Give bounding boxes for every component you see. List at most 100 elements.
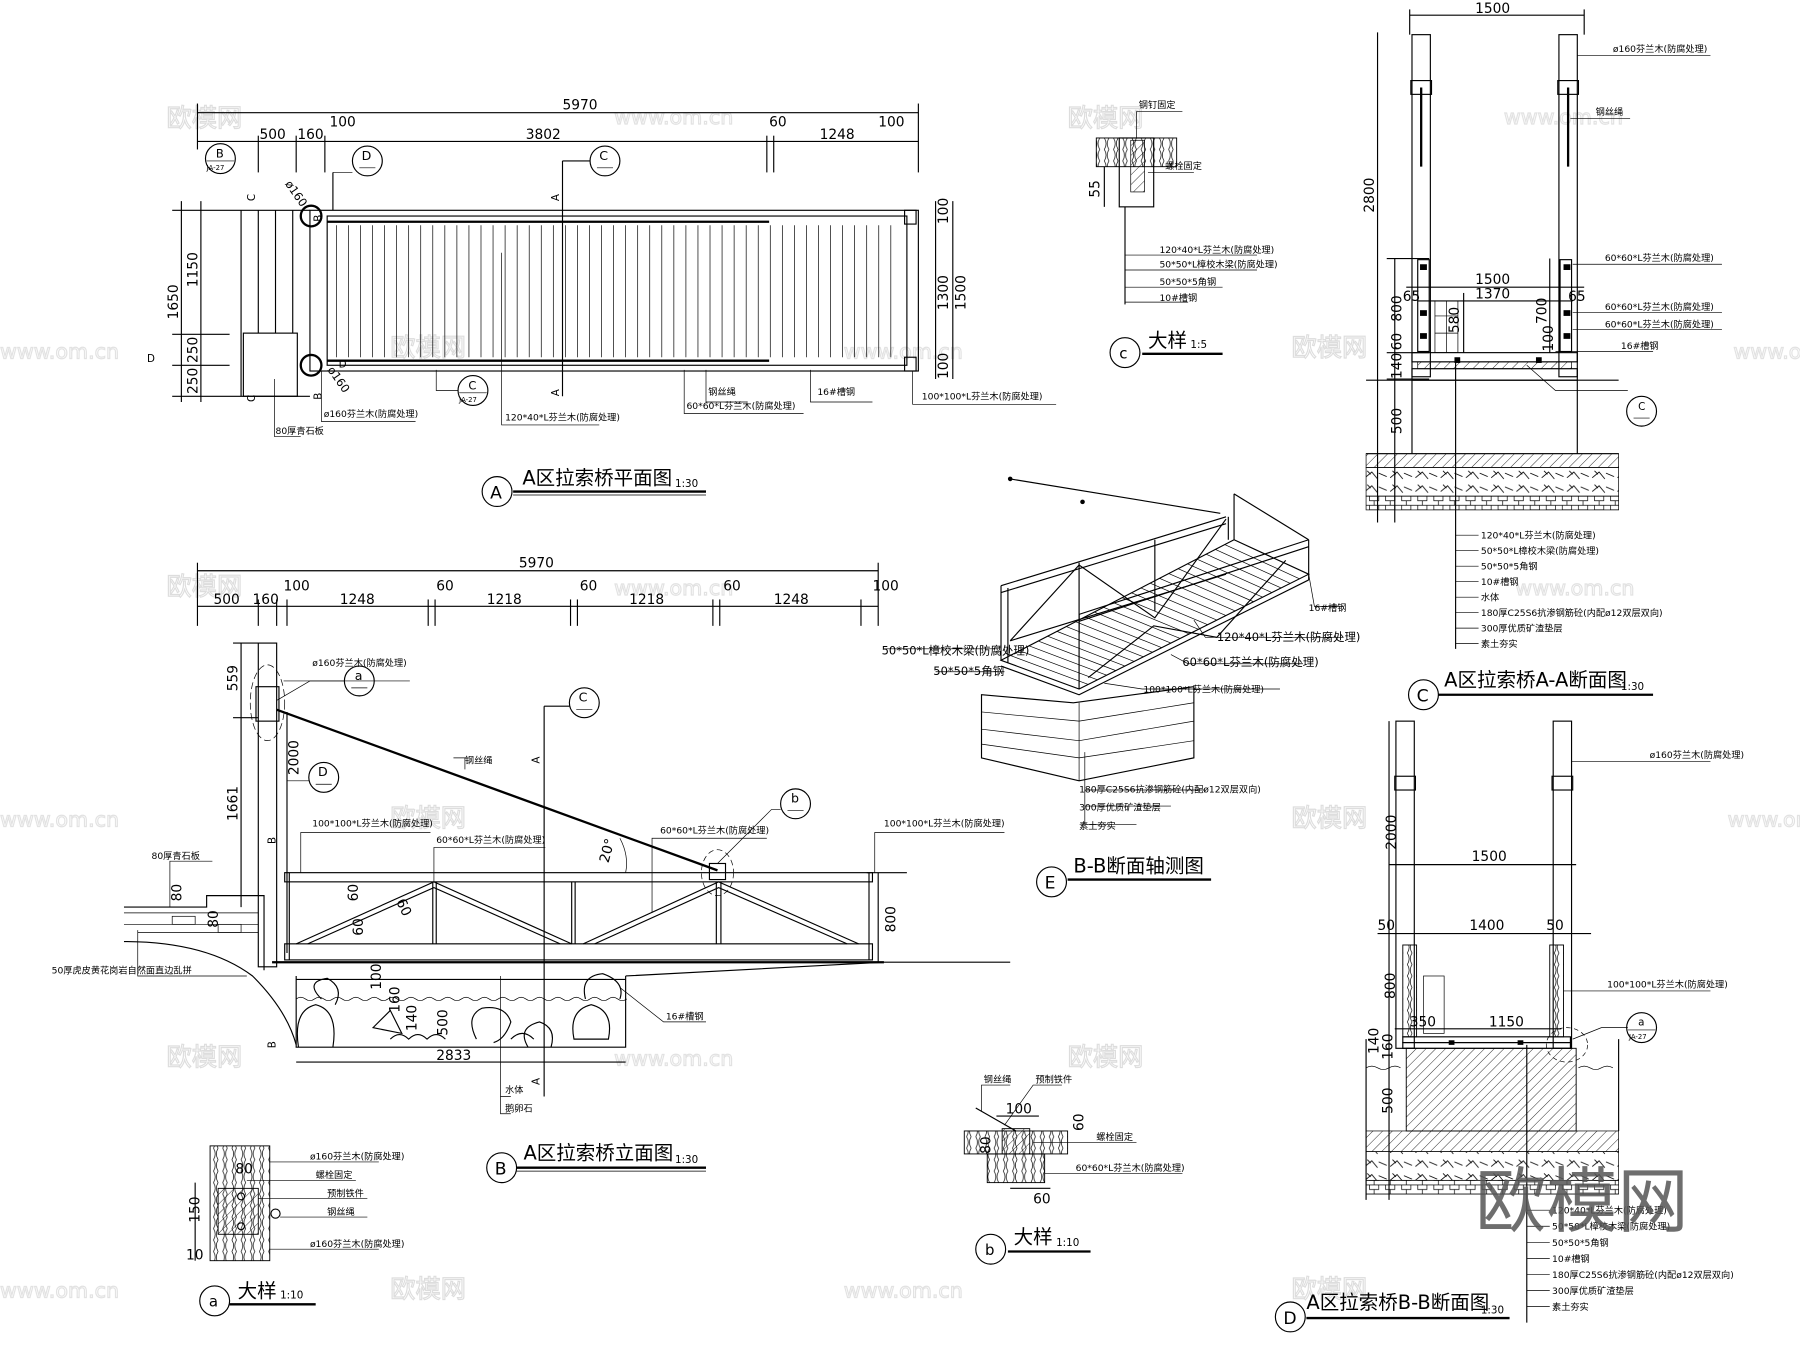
dim: 500 (214, 592, 240, 608)
section-mark: C (246, 395, 258, 402)
label: 120*40*L芬兰木(防腐处理) (1159, 244, 1274, 256)
callout-ref: JA-27 (458, 396, 477, 404)
deck-plank (1112, 602, 1190, 635)
layer-label: 120*40*L芬兰木(防腐处理) (1552, 1205, 1667, 1217)
dim: 80 (206, 910, 222, 928)
dim: 1650 (166, 284, 182, 319)
dim: 500 (1390, 408, 1406, 434)
label-rail: 60*60*L芬兰木(防腐处理) (1605, 318, 1714, 330)
deck-plank (1075, 621, 1153, 653)
watermark-brand: 欧模网 (390, 1274, 466, 1303)
label-rail: 60*60*L芬兰木(防腐处理) (436, 834, 545, 846)
drawing-scale: 1:5 (1190, 339, 1207, 351)
deck-plank (1094, 611, 1172, 644)
dim: 60 (1033, 1191, 1051, 1207)
drawing-title: A区拉索桥立面图 (523, 1142, 673, 1165)
section-mark: B (267, 1041, 279, 1048)
watermark-brand: 欧模网 (166, 1043, 242, 1072)
dim: 10 (186, 1248, 204, 1264)
deck-plank (1205, 553, 1282, 589)
deck-plank (1168, 573, 1245, 607)
deck-plank (1187, 563, 1263, 598)
dim: 1500 (1472, 849, 1507, 865)
layer-label: 水体 (1481, 592, 1499, 604)
dim: 1500 (1475, 272, 1510, 288)
drawing-title: B-B断面轴测图 (1073, 855, 1204, 878)
dim: 1248 (774, 592, 809, 608)
deck-plank (1140, 587, 1217, 621)
dim: 800 (883, 906, 899, 932)
dim: 350 (1410, 1014, 1436, 1030)
label-post: ø160芬兰木(防腐处理) (1650, 749, 1744, 761)
dim-angle: 20° (597, 837, 619, 865)
deck-plank (1056, 631, 1135, 662)
deck-plank (1084, 616, 1162, 648)
watermark-url: www.om.cn (614, 1047, 733, 1071)
dim: 140 (1367, 1028, 1383, 1054)
label-channel: 16#槽钢 (666, 1011, 704, 1023)
dim: 80 (979, 1136, 995, 1154)
callout-letter: B (216, 146, 224, 160)
layer-label: 50*50*5角钢 (1552, 1237, 1609, 1249)
dim: 100 (369, 963, 385, 989)
callout-letter: D (362, 148, 372, 163)
drawing-marker: a (209, 1293, 218, 1311)
dim: 160 (253, 592, 279, 608)
label-angle: 50*50*5角钢 (933, 664, 1004, 678)
label: 螺栓固定 (316, 1169, 353, 1181)
watermark-url: www.om.cn (1515, 576, 1634, 600)
section-mark: B (312, 215, 324, 222)
dim: 60 (723, 578, 741, 594)
dim: 500 (259, 127, 285, 143)
drawing-scale: 1:30 (675, 478, 698, 490)
post-circle (299, 204, 323, 228)
post-diameter: ø160 (325, 364, 353, 396)
label-rail: 60*60*L芬兰木(防腐处理) (1605, 301, 1714, 313)
label-beam: 100*100*L芬兰木(防腐处理) (1143, 683, 1264, 695)
section-mark: A (531, 757, 543, 764)
layer-label: 50*50*5角钢 (1481, 561, 1538, 573)
watermark-url: www.om.cn (844, 1278, 963, 1302)
dim: 100 (329, 114, 355, 130)
callout-letter: D (318, 764, 328, 779)
watermark-brand: 欧模网 (390, 804, 466, 833)
label: 10#槽钢 (1159, 292, 1197, 304)
layer-label: 10#槽钢 (1481, 576, 1519, 588)
label: 钢丝绳 (327, 1206, 355, 1218)
watermark-brand: 欧模网 (1291, 1274, 1367, 1303)
dim: 100 (1006, 1102, 1032, 1118)
deck-plank (1028, 645, 1107, 676)
layer-label: 120*40*L芬兰木(防腐处理) (1481, 530, 1596, 542)
section-mark: B (312, 393, 324, 400)
dim: 160 (297, 127, 323, 143)
dim: 50 (1546, 918, 1564, 934)
dim: 1218 (487, 592, 522, 608)
deck-plank (1196, 558, 1273, 593)
label: 钢丝绳 (984, 1074, 1012, 1086)
deck-plank (1010, 655, 1089, 685)
callout-letter: C (579, 690, 588, 705)
label-stone: 80厚青石板 (276, 425, 324, 437)
label: 钢钉固定 (1139, 99, 1176, 111)
drawing-marker: c (1119, 344, 1127, 362)
watermark-brand: 欧模网 (1291, 804, 1367, 833)
dim: 60 (769, 114, 787, 130)
label: 50*50*L樟校木梁(防腐处理) (1159, 259, 1277, 271)
label: 预制铁件 (1035, 1074, 1072, 1086)
callout-letter: C (468, 378, 476, 392)
label-slab: 180厚C25S6抗渗钢筋砼(内配ø12双层双向) (1079, 783, 1261, 795)
label-rail: 60*60*L芬兰木(防腐处理) (1605, 252, 1714, 264)
drawing-title: 大样 (238, 1279, 277, 1302)
drawing-marker: C (1417, 687, 1429, 707)
dim: 80 (235, 1161, 253, 1177)
watermark-url: www.om.cn (844, 339, 963, 363)
post-circle (299, 353, 323, 377)
layer-label: 180厚C25S6抗渗钢筋砼(内配ø12双层双向) (1481, 607, 1663, 619)
drawing-scale: 1:10 (280, 1290, 303, 1302)
label-plank: 120*40*L芬兰木(防腐处理) (505, 411, 620, 423)
deck-plank (1177, 568, 1254, 603)
section-bb-view: 2000 1500 50 1400 50 350 1150 800 140 16… (1274, 720, 1744, 1333)
deck-plank (1066, 626, 1144, 658)
watermark-brand: 欧模网 (1291, 333, 1367, 362)
